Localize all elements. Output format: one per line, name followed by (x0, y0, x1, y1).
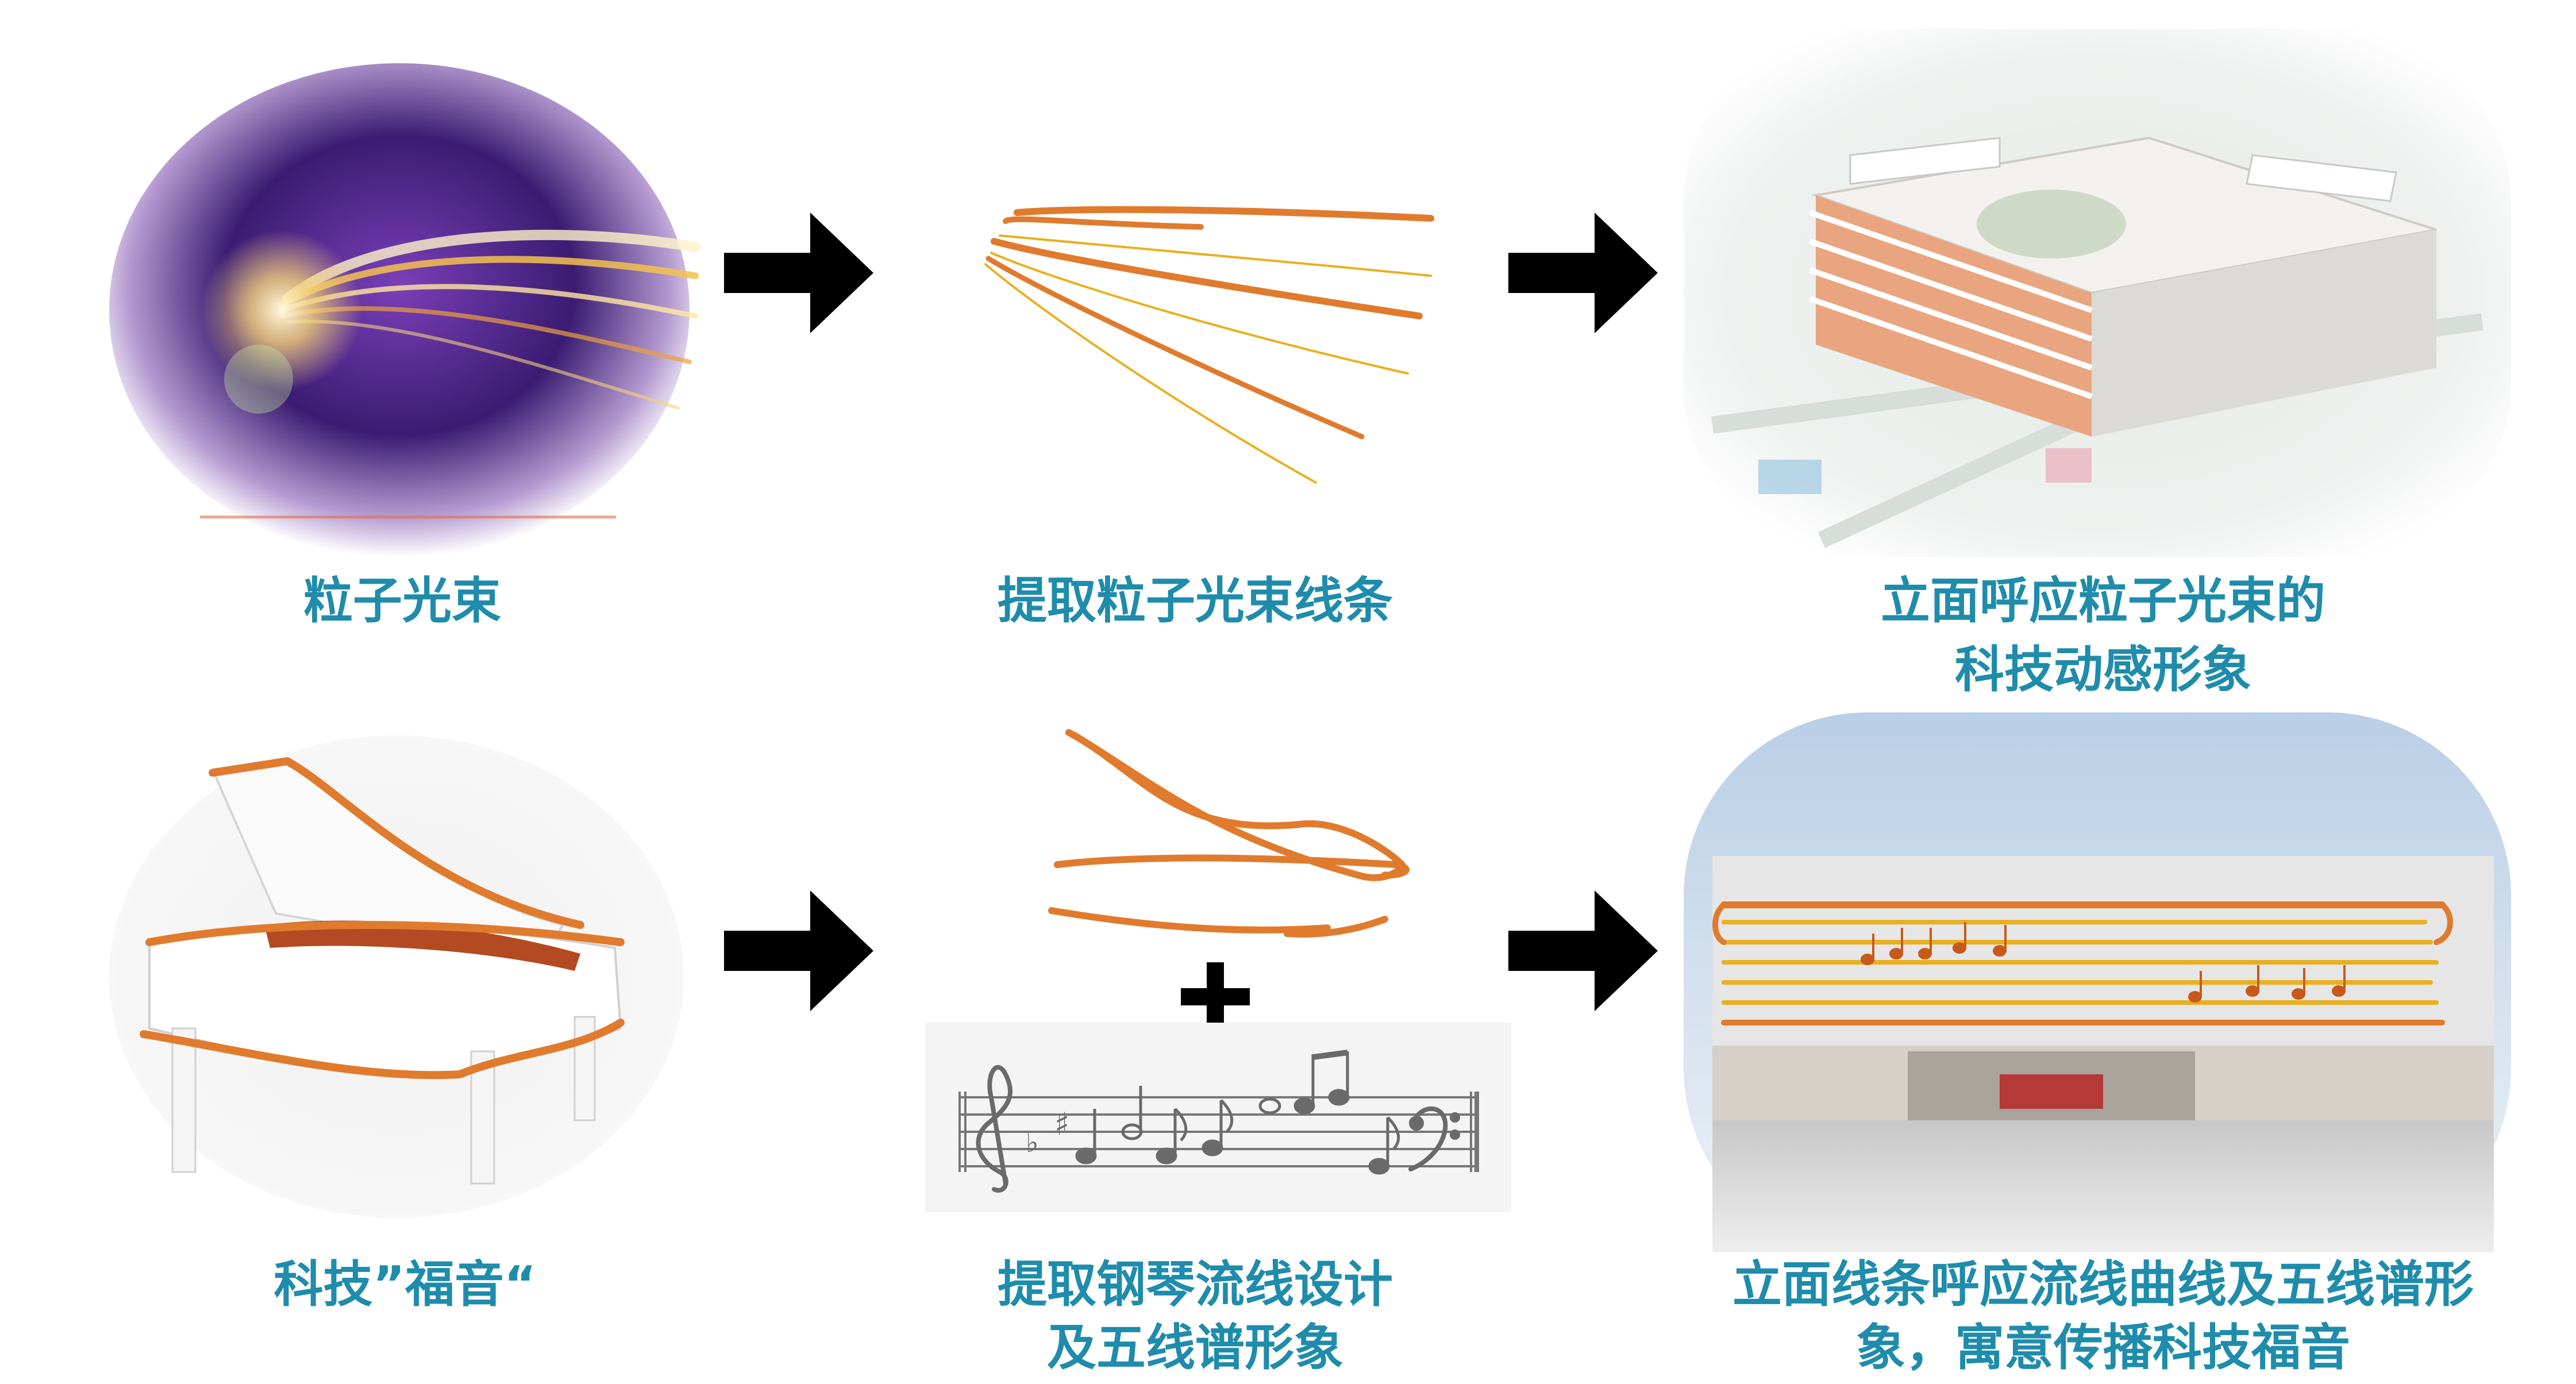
caption-extract-piano-line2: 及五线谱形象 (1047, 1319, 1343, 1377)
treble-clef-icon (976, 1065, 1013, 1193)
bass-clef-icon (1408, 1107, 1460, 1171)
building-aerial-render (1678, 23, 2517, 563)
caption-facade-music-line2: 象，寓意传播科技福音 (1856, 1319, 2350, 1377)
right-arrow-icon (724, 890, 873, 1011)
svg-text:♭: ♭ (1026, 1127, 1039, 1159)
caption-tech-gospel: 科技”福音“ (274, 1256, 537, 1313)
svg-text:♯: ♯ (1054, 1106, 1069, 1142)
caption-particle-beam: 粒子光束 (303, 572, 501, 630)
extracted-piano-curves (1040, 721, 1419, 951)
caption-facade-music-line1: 立面线条呼应流线曲线及五线谱形 (1732, 1256, 2474, 1313)
right-arrow-icon (724, 213, 873, 333)
caption-extract-beam-lines: 提取粒子光束线条 (998, 572, 1393, 630)
extracted-beam-lines (971, 195, 1460, 494)
right-arrow-icon (1508, 890, 1658, 1011)
building-facade-render (1678, 707, 2517, 1258)
caption-facade-beam-line2: 科技动感形象 (1955, 641, 2251, 699)
caption-extract-piano-line1: 提取钢琴流线设计 (998, 1256, 1393, 1313)
music-staff-image: ♭ ♯ (925, 1023, 1511, 1212)
grand-piano-image (103, 730, 690, 1224)
particle-beam-image (98, 57, 701, 563)
right-arrow-icon (1508, 213, 1658, 333)
plus-icon (1175, 957, 1256, 1037)
caption-facade-beam-line1: 立面呼应粒子光束的 (1881, 572, 2325, 630)
